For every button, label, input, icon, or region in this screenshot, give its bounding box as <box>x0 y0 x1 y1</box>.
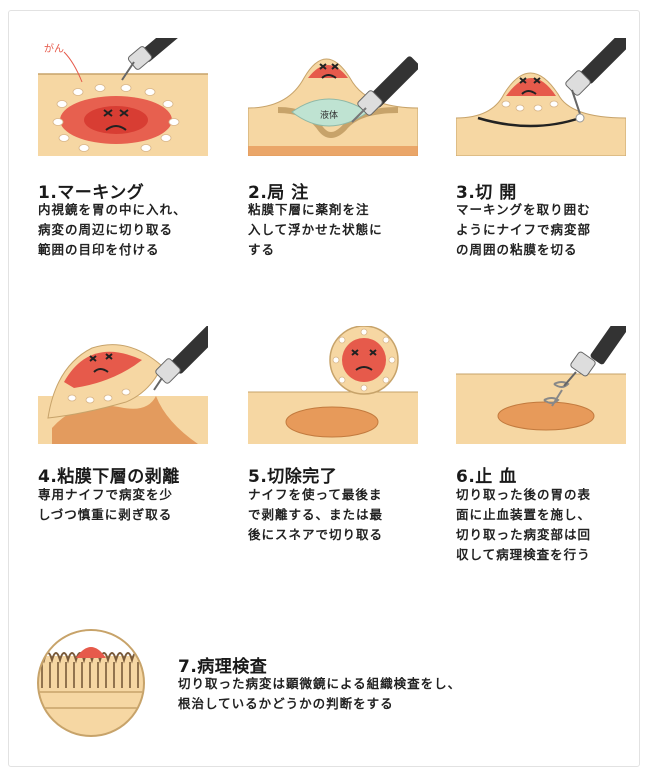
step1-illustration: がん <box>38 38 208 156</box>
step7-microscope-view <box>36 628 146 738</box>
step6-description: 切り取った後の胃の表面に止血装置を施し、切り取った病変部は回収して病理検査を行う <box>456 485 591 565</box>
step5-illustration <box>248 326 418 444</box>
step1-description: 内視鏡を胃の中に入れ、病変の周辺に切り取る範囲の目印を付ける <box>38 200 187 260</box>
step5-title: 5.切除完了 <box>248 462 337 487</box>
step4-illustration <box>38 326 208 444</box>
step4-title: 4.粘膜下層の剥離 <box>38 462 180 487</box>
step3-illustration <box>456 38 626 156</box>
step4-description: 専用ナイフで病変を少しづつ慎重に剥ぎ取る <box>38 485 173 525</box>
step3-description: マーキングを取り囲むようにナイフで病変部の周囲の粘膜を切る <box>456 200 591 260</box>
step5-description: ナイフを使って最後まで剥離する、または最後にスネアで切り取る <box>248 485 383 545</box>
step7-description: 切り取った病変は顕微鏡による組織検査をし、根治しているかどうかの判断をする <box>178 674 461 714</box>
step1-cancer-label: がん <box>44 42 64 55</box>
step6-title: 6.止 血 <box>456 462 517 487</box>
step2-description: 粘膜下層に薬剤を注入して浮かせた状態にする <box>248 200 383 260</box>
step2-fluid-label: 液体 <box>320 109 338 121</box>
step2-illustration: 液体 <box>248 38 418 156</box>
step6-illustration <box>456 326 626 444</box>
